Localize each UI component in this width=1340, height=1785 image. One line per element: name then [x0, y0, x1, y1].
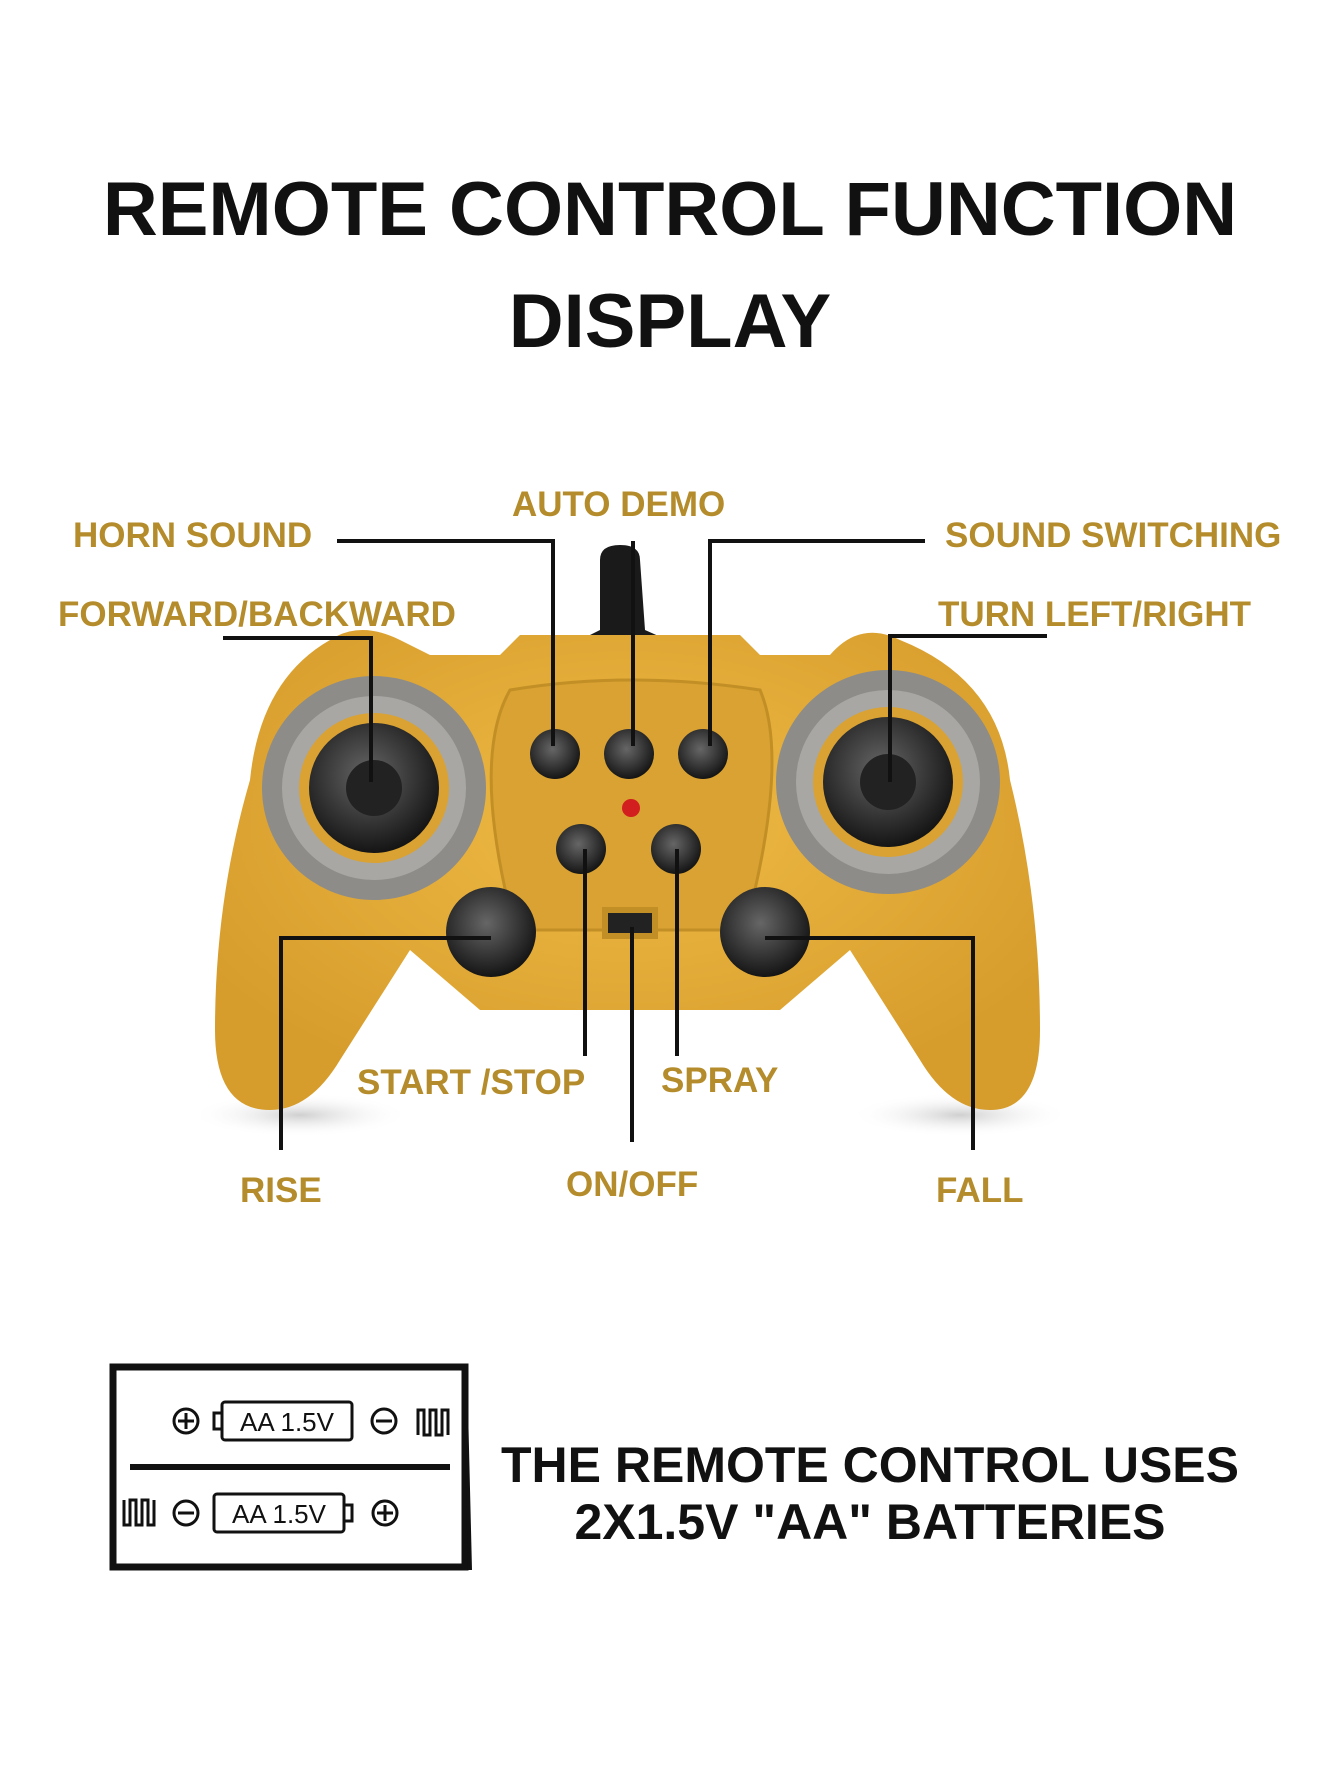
- label-sound-switching: SOUND SWITCHING: [945, 516, 1282, 555]
- plus-icon: [371, 1499, 399, 1527]
- minus-icon: [370, 1407, 398, 1435]
- power-led: [622, 799, 640, 817]
- battery-caption-line-2: 2X1.5V "AA" BATTERIES: [574, 1494, 1166, 1550]
- minus-icon: [172, 1499, 200, 1527]
- fall-leader: [765, 936, 975, 1150]
- title-line-1: REMOTE CONTROL FUNCTION: [102, 167, 1238, 252]
- forward-leader: [223, 636, 373, 782]
- label-start-stop: START /STOP: [357, 1063, 586, 1102]
- label-spray: SPRAY: [661, 1061, 779, 1100]
- label-horn-sound: HORN SOUND: [73, 516, 313, 555]
- fall-button: [720, 887, 810, 977]
- rise-button: [446, 887, 536, 977]
- label-on-off: ON/OFF: [566, 1165, 699, 1204]
- label-fall: FALL: [936, 1171, 1024, 1210]
- grip-shadow-right: [850, 1093, 1070, 1137]
- start-stop-button: [556, 824, 606, 874]
- leader-lines: [223, 539, 1047, 1150]
- battery-label-bottom: AA 1.5V: [232, 1499, 327, 1529]
- spring-icon: [416, 1408, 450, 1437]
- label-forward-backward: FORWARD/BACKWARD: [58, 595, 456, 634]
- battery-caption-line-1: THE REMOTE CONTROL USES: [500, 1437, 1239, 1493]
- battery-holder: AA 1.5V AA 1.5V: [109, 1363, 472, 1571]
- rise-leader: [279, 936, 491, 1150]
- antenna: [560, 545, 690, 650]
- plus-icon: [172, 1407, 200, 1435]
- auto-demo-button: [604, 729, 654, 779]
- turn-leader: [888, 634, 1047, 782]
- label-turn-left-right: TURN LEFT/RIGHT: [938, 595, 1252, 634]
- spring-icon: [122, 1498, 156, 1527]
- label-auto-demo: AUTO DEMO: [512, 485, 726, 524]
- sound-switching-leader: [708, 539, 925, 746]
- sound-switch-button: [678, 729, 728, 779]
- horn-button: [530, 729, 580, 779]
- title-line-2: DISPLAY: [508, 279, 832, 364]
- battery-label-top: AA 1.5V: [240, 1407, 335, 1437]
- left-joystick: [262, 676, 486, 900]
- label-rise: RISE: [240, 1171, 322, 1210]
- horn-leader: [337, 539, 555, 746]
